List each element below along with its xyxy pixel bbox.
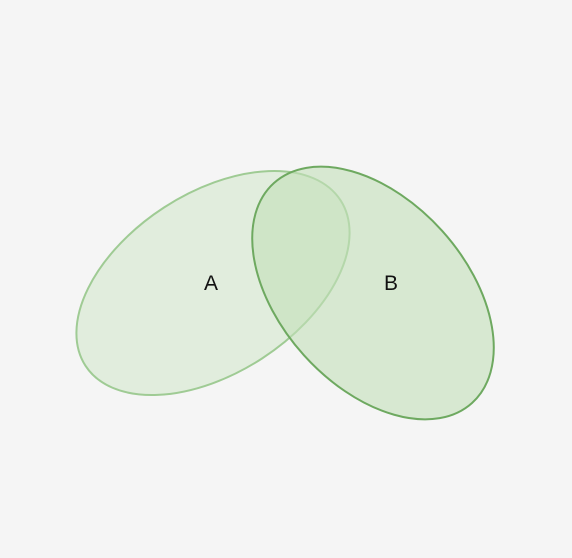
set-b-ellipse	[251, 165, 495, 421]
set-b-label: B	[384, 272, 398, 295]
set-a-label: A	[204, 272, 218, 295]
